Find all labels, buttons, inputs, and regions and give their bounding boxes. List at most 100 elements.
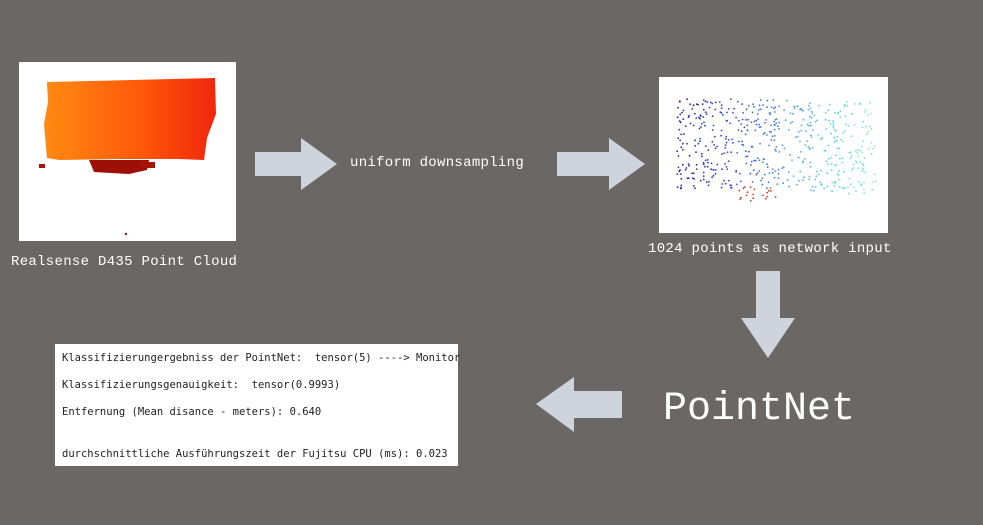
point-marker	[704, 165, 706, 168]
point-marker	[778, 127, 780, 130]
point-marker	[793, 107, 796, 110]
point-marker	[831, 181, 834, 184]
point-marker	[854, 160, 857, 162]
point-marker	[726, 168, 729, 171]
point-marker	[843, 103, 846, 106]
point-marker	[838, 147, 840, 150]
point-marker	[782, 166, 785, 169]
point-marker	[843, 170, 845, 173]
point-marker	[679, 187, 682, 190]
point-marker	[678, 170, 681, 173]
point-marker	[809, 107, 812, 109]
point-marker	[735, 171, 737, 173]
arrow-right-icon	[557, 138, 645, 190]
point-marker	[799, 170, 802, 173]
point-marker	[756, 172, 759, 174]
point-marker	[775, 122, 778, 125]
point-marker	[692, 104, 695, 107]
point-marker	[788, 185, 790, 188]
point-marker	[720, 186, 723, 189]
point-marker	[724, 163, 726, 165]
point-marker	[757, 118, 759, 120]
point-marker	[774, 148, 776, 151]
point-marker	[769, 187, 772, 189]
point-marker	[758, 123, 761, 126]
point-marker	[737, 119, 740, 122]
point-marker	[763, 158, 765, 161]
point-marker	[688, 154, 691, 157]
point-marker	[766, 166, 769, 168]
point-marker	[692, 124, 695, 127]
point-marker	[802, 160, 805, 163]
point-marker	[833, 184, 836, 187]
point-marker	[694, 139, 696, 142]
point-marker	[789, 154, 791, 156]
raw-point-cloud-image	[19, 62, 236, 241]
distance-line: Entfernung (Mean disance - meters): 0.64…	[62, 406, 322, 418]
point-marker	[836, 173, 839, 175]
point-marker	[763, 173, 766, 176]
point-marker	[681, 111, 683, 114]
point-marker	[725, 135, 728, 138]
point-marker	[764, 197, 767, 200]
point-marker	[711, 115, 714, 118]
point-marker	[699, 137, 701, 140]
point-marker	[807, 109, 810, 111]
point-marker	[773, 128, 776, 131]
point-marker	[676, 186, 679, 188]
point-marker	[709, 101, 712, 104]
point-marker	[809, 115, 811, 118]
point-marker	[676, 173, 679, 175]
point-marker	[744, 133, 747, 136]
point-marker	[834, 129, 837, 132]
point-marker	[772, 98, 775, 101]
point-marker	[778, 121, 781, 124]
point-marker	[847, 125, 850, 127]
point-marker	[872, 147, 874, 150]
point-marker	[720, 107, 723, 109]
point-marker	[735, 183, 738, 186]
point-marker	[828, 119, 830, 122]
point-marker	[817, 173, 820, 176]
point-marker	[833, 141, 836, 143]
point-marker	[750, 160, 753, 163]
point-marker	[761, 183, 764, 186]
point-marker	[867, 130, 869, 133]
point-marker	[710, 162, 713, 165]
point-marker	[800, 129, 802, 132]
point-marker	[686, 177, 689, 180]
point-marker	[746, 191, 749, 194]
point-marker	[863, 192, 865, 194]
point-marker	[682, 118, 685, 120]
point-marker	[745, 194, 748, 197]
point-marker	[826, 172, 828, 175]
point-marker	[700, 123, 703, 125]
point-marker	[733, 107, 735, 110]
point-marker	[743, 126, 746, 129]
point-marker	[677, 137, 680, 140]
point-marker	[808, 175, 811, 178]
point-marker	[827, 157, 830, 160]
point-marker	[737, 140, 740, 143]
point-marker	[773, 107, 775, 110]
point-marker	[819, 169, 822, 172]
point-marker	[857, 155, 860, 157]
point-marker	[704, 100, 707, 103]
point-marker	[833, 128, 836, 131]
point-marker	[875, 180, 877, 183]
point-marker	[681, 163, 684, 166]
point-marker	[680, 133, 682, 136]
point-marker	[819, 181, 822, 184]
point-marker	[770, 106, 773, 109]
point-marker	[721, 113, 724, 116]
point-marker	[736, 100, 739, 103]
point-marker	[865, 125, 867, 128]
point-marker	[725, 141, 728, 144]
point-marker	[699, 115, 702, 117]
model-name: PointNet	[663, 387, 856, 432]
point-marker	[699, 179, 702, 182]
point-marker	[751, 181, 754, 183]
point-marker	[824, 118, 827, 121]
point-marker	[697, 142, 700, 145]
point-marker	[695, 103, 698, 106]
